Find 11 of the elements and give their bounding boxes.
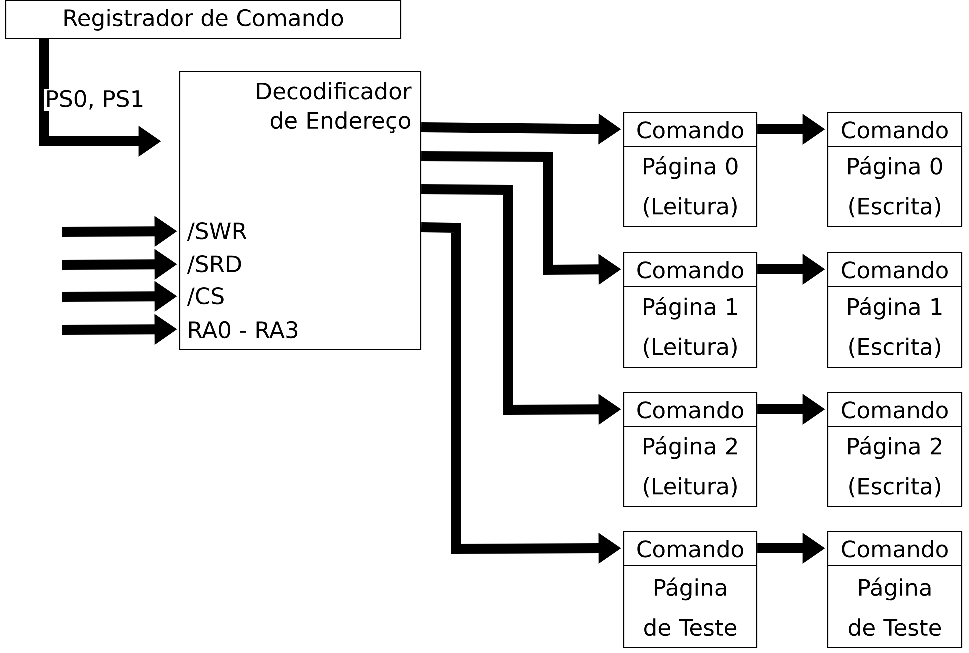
register-box: Comando Página de Teste <box>827 531 963 649</box>
register-box: Comando Página 1 (Escrita) <box>827 252 963 369</box>
register-box: Comando Página 2 (Escrita) <box>827 392 963 508</box>
register-box: Comando Página 1 (Leitura) <box>623 252 758 369</box>
register-box: Registrador de Comando <box>5 0 402 40</box>
register-box: Comando Página 2 (Leitura) <box>623 392 758 508</box>
register-box: Comando Página 0 (Escrita) <box>827 112 963 228</box>
register-box: Comando Página 0 (Leitura) <box>623 112 758 228</box>
register-box: Comando Página de Teste <box>623 531 758 649</box>
edge-label: PS0, PS1 <box>44 88 146 112</box>
decoder-box: Decodificador de Endereço /SWR /SRD /CS RA0 - RA3 <box>179 71 422 351</box>
